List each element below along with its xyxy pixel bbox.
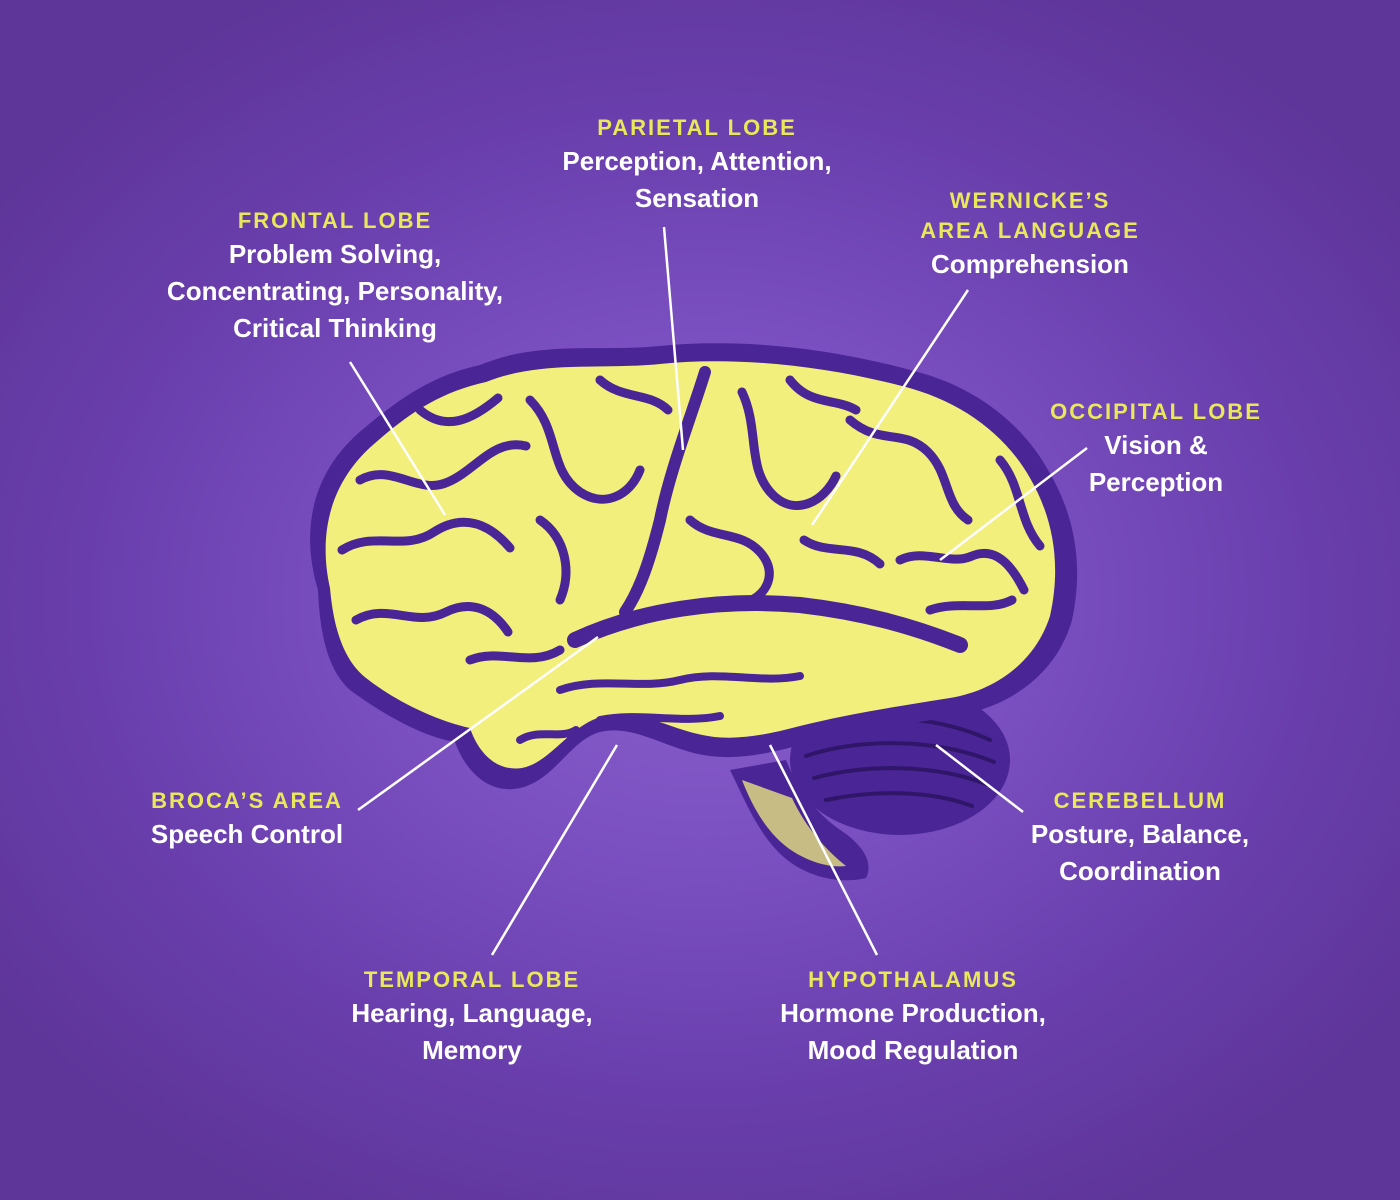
label-desc-line: Memory [422, 1035, 522, 1065]
label-desc-line: Critical Thinking [233, 313, 437, 343]
temporal-lobe-folds [516, 672, 804, 744]
leader-line-wernicke [810, 289, 970, 526]
label-desc-line: Perception [1088, 467, 1224, 497]
leader-line-frontal [348, 361, 447, 516]
label-title: PARIETAL LOBE [597, 115, 797, 140]
label-hypothalamus: HYPOTHALAMUS Hormone Production, Mood Re… [758, 965, 1068, 1069]
label-brocas-area: BROCA’S AREA Speech Control [117, 786, 377, 853]
leader-line-occipital [939, 447, 1088, 561]
central-sulcus [619, 366, 711, 618]
leader-lines [348, 226, 1088, 956]
label-title: AREA LANGUAGE [920, 218, 1140, 243]
label-desc-line: Speech Control [150, 819, 344, 849]
label-title: OCCIPITAL LOBE [1050, 399, 1262, 424]
label-wernickes-area: WERNICKE’S AREA LANGUAGE Comprehension [880, 186, 1180, 283]
label-title: CEREBELLUM [1053, 788, 1227, 813]
label-desc-line: Posture, Balance, [1030, 819, 1250, 849]
label-desc-line: Comprehension [931, 249, 1129, 279]
label-desc-line: Hormone Production, [780, 998, 1046, 1028]
label-desc-line: Hearing, Language, [351, 998, 593, 1028]
label-frontal-lobe: FRONTAL LOBE Problem Solving, Concentrat… [135, 206, 535, 347]
leader-line-temporal [490, 744, 619, 956]
label-desc-line: Mood Regulation [807, 1035, 1019, 1065]
label-cerebellum: CEREBELLUM Posture, Balance, Coordinatio… [1010, 786, 1270, 890]
leader-line-cerebellum [935, 744, 1024, 813]
label-desc-line: Problem Solving, [228, 239, 442, 269]
label-desc-line: Perception, Attention, [562, 146, 832, 176]
label-occipital-lobe: OCCIPITAL LOBE Vision & Perception [1031, 397, 1281, 501]
lateral-fissure [567, 595, 968, 653]
leader-line-hypothalamus [768, 744, 879, 956]
label-title: WERNICKE’S [949, 188, 1111, 213]
label-title: BROCA’S AREA [151, 788, 343, 813]
cerebrum-surface [325, 361, 1056, 769]
label-desc-line: Sensation [634, 183, 760, 213]
label-title: FRONTAL LOBE [237, 208, 433, 233]
gyri-folds [337, 375, 1045, 665]
label-parietal-lobe: PARIETAL LOBE Perception, Attention, Sen… [497, 113, 897, 217]
label-desc-line: Coordination [1059, 856, 1221, 886]
label-desc-line: Concentrating, Personality, [166, 276, 504, 306]
label-temporal-lobe: TEMPORAL LOBE Hearing, Language, Memory [322, 965, 622, 1069]
label-title: TEMPORAL LOBE [363, 967, 581, 992]
leader-line-broca [357, 635, 599, 812]
leader-line-parietal [662, 226, 685, 451]
label-title: HYPOTHALAMUS [808, 967, 1018, 992]
label-desc-line: Vision & [1104, 430, 1208, 460]
